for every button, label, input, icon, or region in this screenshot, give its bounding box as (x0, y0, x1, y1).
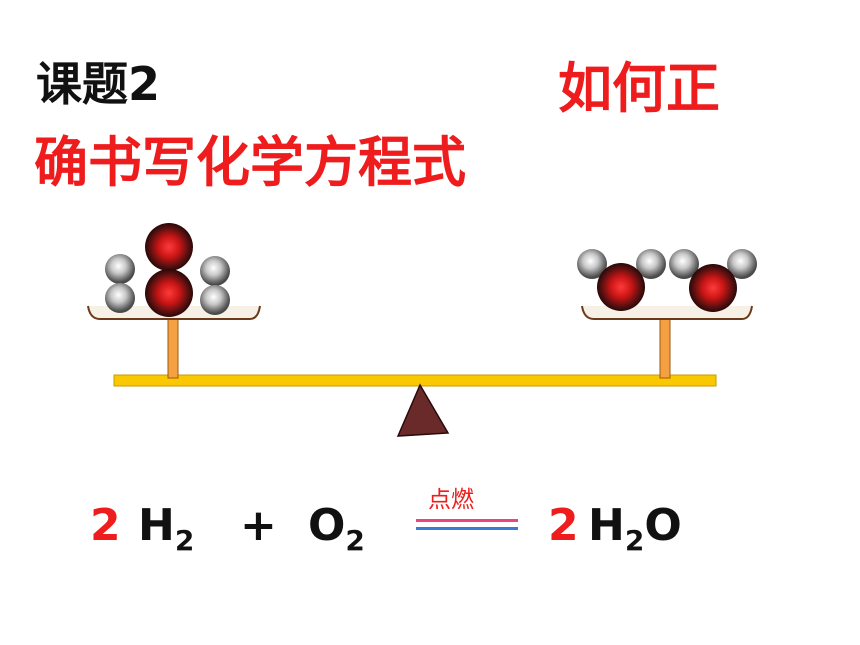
hydrogen-atom (200, 256, 230, 286)
h2-symbol: H (138, 500, 175, 551)
oxygen-atom (597, 263, 645, 311)
hydrogen-atom (669, 249, 699, 279)
h2o-oxygen: O (644, 500, 682, 551)
hydrogen-atom (105, 254, 135, 284)
hydrogen-atom (577, 249, 607, 279)
balance-beam (113, 374, 717, 387)
plus-sign: + (240, 500, 277, 551)
fulcrum (396, 383, 450, 437)
hydrogen-atom (105, 283, 135, 313)
equals-line-top (416, 519, 518, 522)
formula-h2: H2 (138, 500, 194, 557)
reaction-condition: 点燃 (428, 487, 474, 513)
title-topic: 确书写化学方程式 (34, 131, 466, 194)
coefficient-h2o: 2 (548, 500, 579, 551)
o2-symbol: O (308, 500, 346, 551)
h2o-hydrogen: H (588, 500, 625, 551)
o2-subscript: 2 (345, 524, 365, 557)
hydrogen-atom (727, 249, 757, 279)
formula-h2o: H2O (588, 500, 682, 557)
hydrogen-atom (200, 285, 230, 315)
left-post (167, 317, 179, 379)
title-lesson: 课题2 (36, 57, 161, 111)
title-how: 如何正 (558, 57, 720, 120)
oxygen-atom (689, 264, 737, 312)
h2-subscript: 2 (174, 524, 195, 557)
oxygen-atom (145, 223, 193, 271)
h2o-subscript: 2 (624, 524, 645, 557)
formula-o2: O2 (308, 500, 365, 557)
right-post (659, 317, 671, 379)
right-pan (581, 305, 753, 320)
equals-line-bottom (416, 527, 518, 530)
oxygen-atom (145, 269, 193, 317)
hydrogen-atom (636, 249, 666, 279)
coefficient-h2: 2 (90, 500, 121, 551)
